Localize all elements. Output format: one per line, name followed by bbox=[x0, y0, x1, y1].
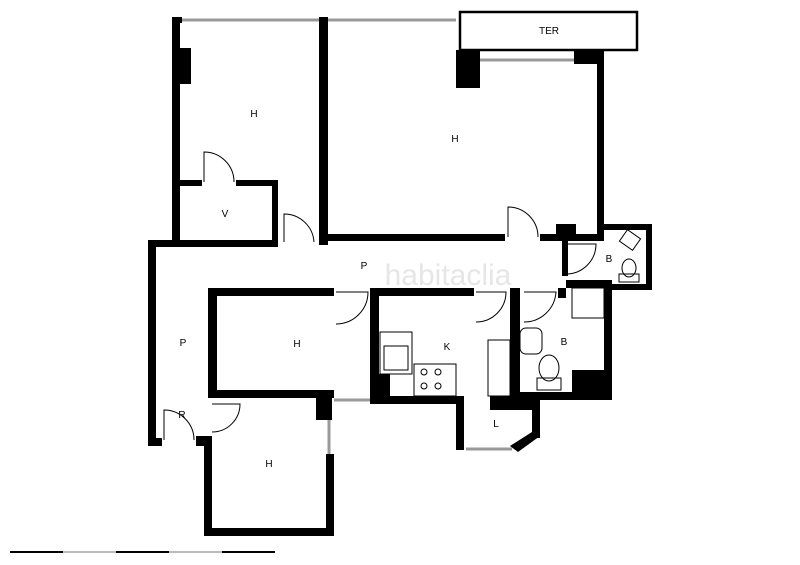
stove-icon bbox=[413, 363, 457, 397]
room-labels: TER H H V P P R H H K L B B bbox=[178, 26, 612, 470]
terrace-outline bbox=[458, 10, 639, 52]
washbasin-icon bbox=[519, 327, 543, 355]
room-label-hallway: P bbox=[180, 338, 187, 349]
room-label-hallway: P bbox=[361, 261, 368, 272]
room-label-bathroom: B bbox=[561, 337, 568, 348]
room-label-closet: V bbox=[222, 209, 229, 220]
walls bbox=[148, 17, 652, 536]
watermark: habitaclia bbox=[385, 259, 512, 292]
washbasin-small-icon bbox=[618, 228, 642, 252]
sink-icon bbox=[379, 331, 413, 375]
toilet-small-icon bbox=[621, 258, 637, 278]
toilet-icon bbox=[538, 354, 560, 382]
room-label-bedroom: H bbox=[293, 339, 300, 350]
room-label-laundry: L bbox=[493, 419, 499, 430]
fixtures bbox=[379, 228, 642, 397]
scale-bar bbox=[10, 551, 275, 553]
room-label-kitchen: K bbox=[444, 342, 451, 353]
room-label-bedroom: H bbox=[265, 459, 272, 470]
room-label-bedroom: H bbox=[250, 109, 257, 120]
doors bbox=[163, 151, 597, 441]
room-label-bathroom: B bbox=[606, 254, 613, 265]
room-label-terrace: TER bbox=[539, 26, 559, 37]
windows bbox=[182, 18, 574, 454]
room-label-entrance: R bbox=[178, 410, 185, 421]
room-label-bedroom: H bbox=[451, 134, 458, 145]
